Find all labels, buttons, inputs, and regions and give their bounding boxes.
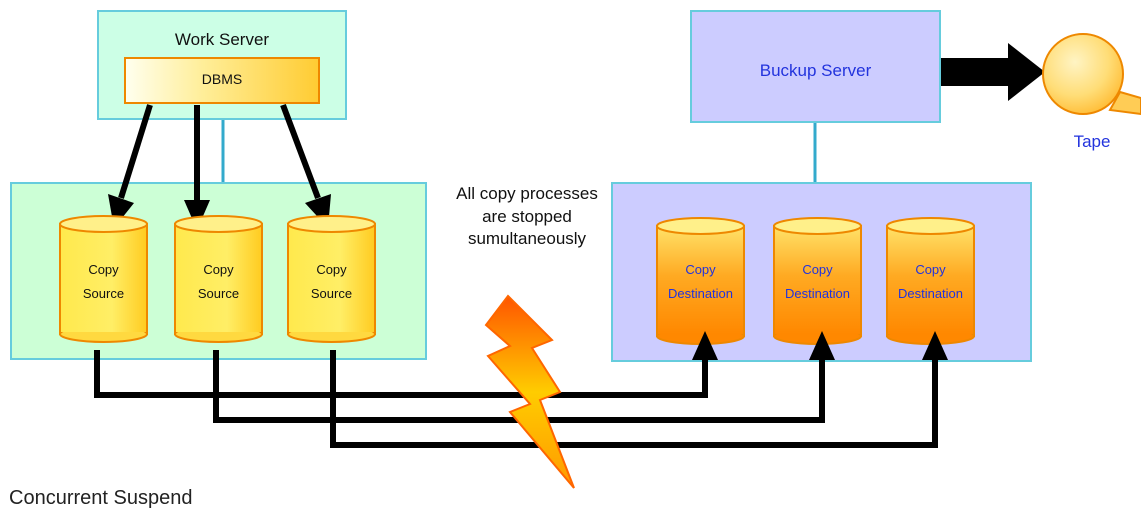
destination-disk-label: Copy Destination — [657, 258, 744, 306]
destination-disk-label: Copy Destination — [774, 258, 861, 306]
destination-disk — [773, 217, 862, 345]
lightning-bolt-icon — [484, 294, 575, 489]
tape-arrow-head — [1008, 43, 1045, 101]
disk-label-line: Source — [197, 286, 240, 301]
source-disk — [59, 215, 148, 343]
destination-disk — [656, 217, 745, 345]
diagram-caption: Concurrent Suspend — [9, 487, 193, 509]
source-disk-label: Copy Source — [175, 258, 262, 306]
source-disk-label: Copy Source — [60, 258, 147, 306]
disk-label-line: Copy — [915, 262, 946, 277]
disk-label-line: Copy — [316, 262, 347, 277]
concurrent-note: All copy processes are stopped sumultane… — [456, 184, 598, 248]
destination-disk-label: Copy Destination — [887, 258, 974, 306]
source-disk — [287, 215, 376, 343]
copy-line — [330, 350, 938, 448]
arrow-head — [692, 331, 718, 360]
backup-server-box — [690, 10, 941, 123]
backup-server-title: Buckup Server — [759, 61, 872, 80]
arrow-head — [184, 200, 210, 230]
arrow-head — [922, 331, 948, 360]
work-server-title: Work Server — [174, 30, 270, 49]
dbms-box — [124, 57, 320, 104]
tape-icon — [1042, 33, 1141, 116]
disk-label-line: Destination — [784, 286, 851, 301]
disk-label-line: Copy — [88, 262, 119, 277]
arrow-head — [809, 331, 835, 360]
disk-label-line: Copy — [802, 262, 833, 277]
disk-label-line: Copy — [203, 262, 234, 277]
disk-label-line: Source — [310, 286, 353, 301]
tape-arrow-shaft — [941, 58, 1011, 86]
tape-label: Tape — [1073, 132, 1111, 151]
destination-disk — [886, 217, 975, 345]
source-disk-label: Copy Source — [288, 258, 375, 306]
disk-label-line: Destination — [897, 286, 964, 301]
source-disk — [174, 215, 263, 343]
copy-line — [94, 350, 708, 398]
disk-label-line: Source — [82, 286, 125, 301]
dbms-label: DBMS — [201, 71, 243, 87]
disk-label-line: Destination — [667, 286, 734, 301]
disk-label-line: Copy — [685, 262, 716, 277]
